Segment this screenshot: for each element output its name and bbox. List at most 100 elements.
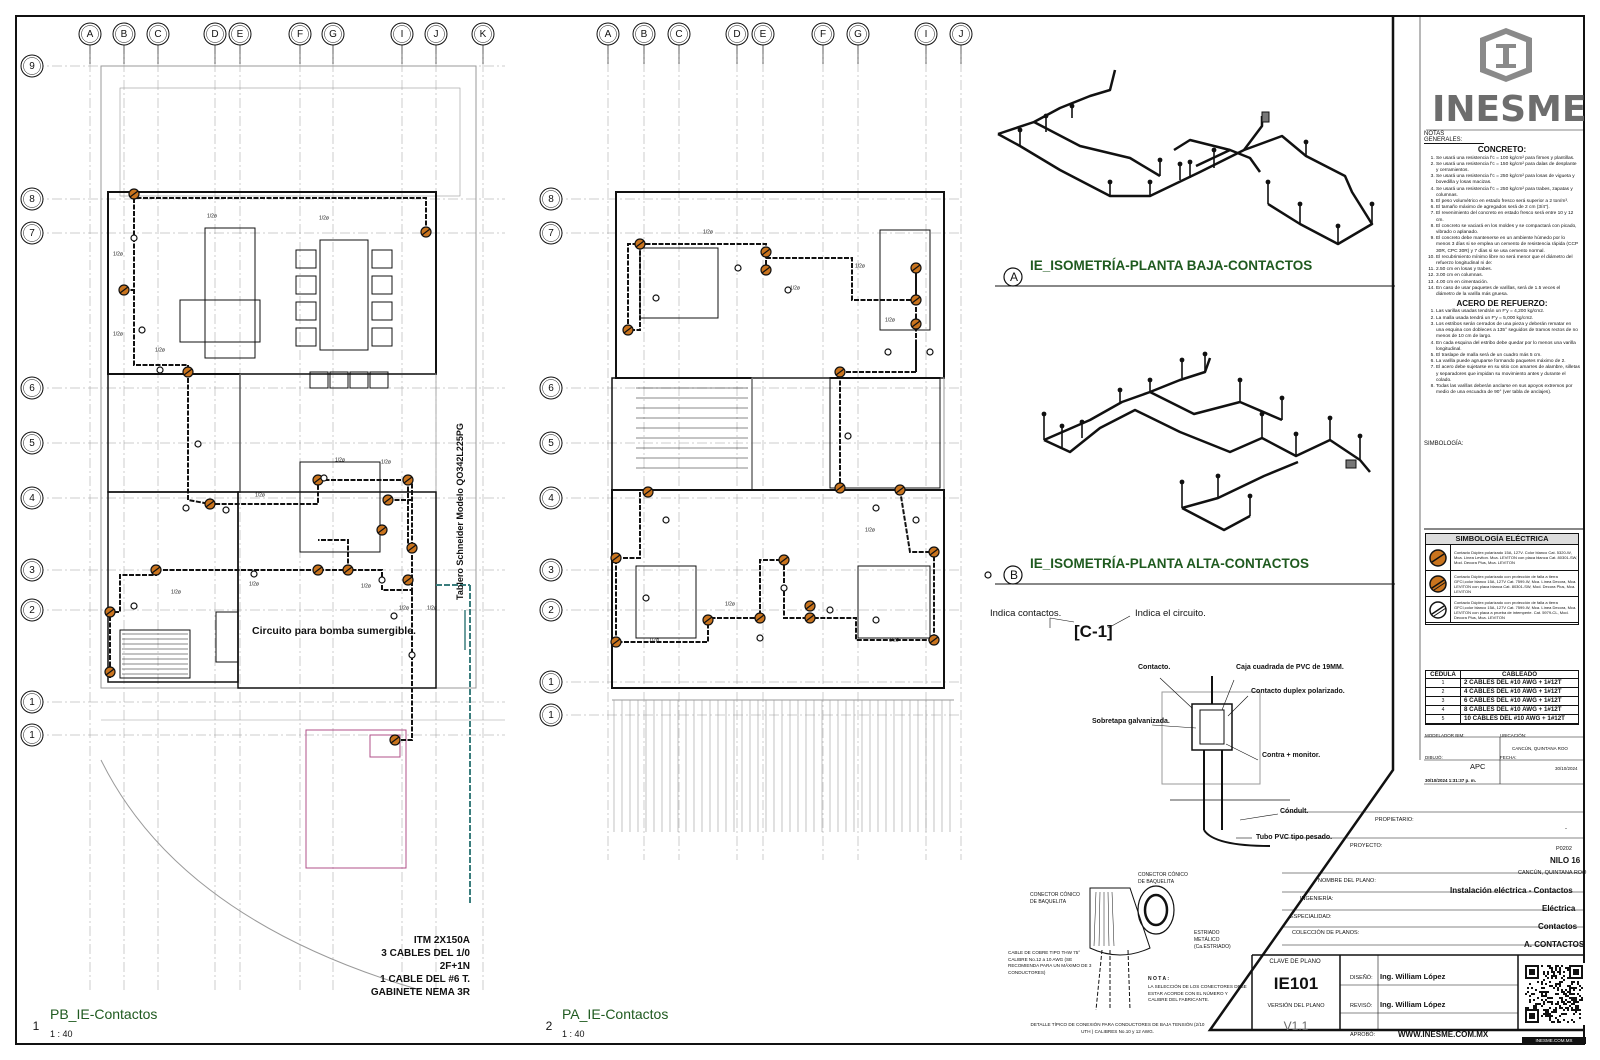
- clave-label: CLAVE DE PLANO: [1269, 959, 1321, 965]
- detail-leader: [1239, 813, 1279, 821]
- grid-bubble: [596, 22, 620, 46]
- outlet-hatch: [643, 488, 653, 496]
- qr-module: [1551, 1015, 1553, 1017]
- qr-module: [1557, 1001, 1559, 1003]
- proyecto-code: P0202: [1556, 846, 1572, 852]
- detail-caja: Caja cuadrada de PVC de 19MM.: [1236, 664, 1344, 671]
- qr-module: [1549, 965, 1551, 967]
- grid-bubble: [78, 22, 102, 46]
- junction-box: [884, 348, 892, 356]
- junction-box: [780, 584, 788, 592]
- qr-module: [1541, 987, 1543, 989]
- symbol-row: Contacto Dúplex polarizado con protecció…: [1426, 571, 1578, 597]
- outlet-hatch: [119, 286, 129, 294]
- qr-module: [1545, 991, 1547, 993]
- grid-bubble: [112, 22, 136, 46]
- proyecto-label: PROYECTO:: [1350, 843, 1383, 849]
- diseno-value: Ing. William López: [1380, 972, 1446, 981]
- conn-label-1: CONECTOR CÓNICO DE BAQUELITA: [1030, 892, 1080, 905]
- grid-bubble: [632, 22, 656, 46]
- view-title-pa: PA_IE-Contactos: [562, 1006, 669, 1022]
- qr-module: [1555, 1009, 1557, 1011]
- conn-nota-title: N O T A :: [1148, 976, 1170, 982]
- qr-finder-core: [1573, 969, 1579, 975]
- stool: [309, 371, 329, 389]
- iso-outlet: [1215, 473, 1221, 479]
- qr-module: [1545, 983, 1547, 985]
- qr-module: [1567, 977, 1569, 979]
- view-scale-pb: 1 : 40: [50, 1029, 73, 1039]
- junction-box: [194, 440, 202, 448]
- qr-module: [1537, 997, 1539, 999]
- cableado-cell: 8 CABLES DEL #10 AWG + 1#12T: [1464, 706, 1562, 713]
- junction-box: [138, 326, 146, 334]
- qr-module: [1579, 985, 1581, 987]
- junction-box: [130, 602, 138, 610]
- qr-module: [1557, 971, 1559, 973]
- qr-module: [1547, 1009, 1549, 1011]
- chair: [371, 327, 393, 347]
- outlet-hatch: [911, 264, 921, 272]
- chair: [371, 275, 393, 295]
- qr-module: [1543, 973, 1545, 975]
- cableado-cell: 10 CABLES DEL #10 AWG + 1#12T: [1464, 715, 1565, 722]
- grid-label: 3: [548, 565, 554, 576]
- stool: [349, 371, 369, 389]
- outlet-hatch: [205, 500, 215, 508]
- qr-module: [1575, 1007, 1577, 1009]
- bathroom-2: [829, 377, 941, 489]
- legend-indica-circuito: Indica el circuito.: [1135, 608, 1206, 619]
- qr-module: [1545, 1015, 1547, 1017]
- outlet-hatch: [313, 566, 323, 574]
- reviso-label: REVISÓ:: [1350, 1003, 1373, 1009]
- outlet-hatch: [611, 554, 621, 562]
- grid-bubble-inner: [23, 57, 41, 75]
- legend-leader: [1107, 615, 1131, 629]
- junction-box: [872, 616, 880, 624]
- grid-bubble-inner: [599, 25, 617, 43]
- grid-label: J: [434, 29, 439, 40]
- qr-module: [1557, 993, 1559, 995]
- iso-conduit: [1043, 408, 1371, 473]
- junction-box: [652, 294, 660, 302]
- qr-module: [1547, 971, 1549, 973]
- concreto-title: CONCRETO:: [1477, 145, 1527, 155]
- grid-bubble: [203, 22, 227, 46]
- grid-label: 8: [29, 194, 35, 205]
- junction-box: [408, 651, 416, 659]
- qr-module: [1563, 979, 1565, 981]
- qr-module: [1545, 995, 1547, 997]
- iso-panel: [1345, 459, 1357, 469]
- qr-module: [1549, 1017, 1551, 1019]
- junction-box: [784, 286, 792, 294]
- outlet-hatch: [343, 566, 353, 574]
- qr-module: [1559, 969, 1561, 971]
- qr-module: [1563, 1001, 1565, 1003]
- qr-module: [1573, 1001, 1575, 1003]
- conduit-run: [318, 539, 349, 570]
- conduit-size: 1/2ø: [865, 527, 875, 533]
- qr-module: [1553, 1011, 1555, 1013]
- qr-module: [1569, 1005, 1571, 1007]
- iso-outlet: [1237, 377, 1243, 383]
- qr-module: [1547, 977, 1549, 979]
- iso-outlet: [1357, 433, 1363, 439]
- qr-module: [1559, 997, 1561, 999]
- qr-module: [1555, 975, 1557, 977]
- qr-module: [1565, 967, 1567, 969]
- symbol-desc: Contacto Dúplex polarizado con protecció…: [1454, 599, 1577, 620]
- qr-module: [1573, 1021, 1575, 1023]
- qr-module: [1569, 989, 1571, 991]
- qr-module: [1551, 969, 1553, 971]
- feeder-line: GABINETE NEMA 3R: [370, 987, 470, 998]
- qr-module: [1559, 1007, 1561, 1009]
- qr-module: [1541, 999, 1543, 1001]
- qr-module: [1533, 1007, 1535, 1009]
- conduit-size: 1/2ø: [207, 213, 217, 219]
- note-item: En cada esquina del estribo debe quedar …: [1436, 341, 1580, 353]
- detail-elbow: [1203, 829, 1271, 847]
- conduit-size: 1/2ø: [790, 285, 800, 291]
- qr-module: [1563, 1019, 1565, 1021]
- qr-module: [1547, 1013, 1549, 1015]
- qr-module: [1571, 999, 1573, 1001]
